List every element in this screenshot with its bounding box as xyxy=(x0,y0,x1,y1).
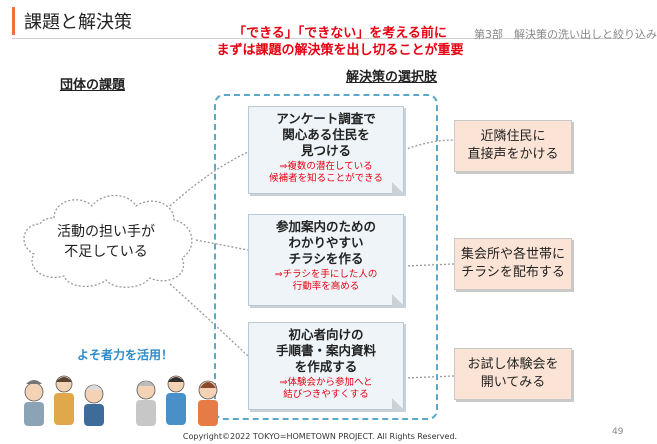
issues-heading: 団体の課題 xyxy=(60,78,126,93)
card-title-line: 手順書・案内資料 xyxy=(275,343,376,358)
card-note-line: 結びつきやすくする xyxy=(283,389,369,400)
person-icon xyxy=(24,380,44,426)
card-title-line: を作成する xyxy=(294,359,358,374)
connector-lines xyxy=(169,139,455,379)
card-title-line: 見つける xyxy=(300,143,351,158)
title-accent-bar xyxy=(12,7,15,35)
solutions-frame xyxy=(214,94,438,420)
person-icon xyxy=(198,380,218,426)
action-line: チラシを配布する xyxy=(461,265,565,280)
card-note-line: ⇒体験会から参加へと xyxy=(279,377,373,388)
card-title-line: 参加案内のための xyxy=(275,219,376,234)
person-icon xyxy=(166,375,186,425)
card-note: ⇒体験会から参加へと 結びつきやすくする xyxy=(249,377,403,401)
card-title-line: 関心ある住民を xyxy=(282,127,370,142)
connector-cloud-to-card-2 xyxy=(195,239,249,251)
connector-card-3-to-box-3 xyxy=(403,375,455,379)
outsider-callout: よそ者力を活用！ xyxy=(76,348,173,362)
card-note-line: 候補者を知ることができる xyxy=(269,173,383,184)
banner-line-2: まずは課題の解決策を出し切ることが重要 xyxy=(216,43,464,58)
header-divider xyxy=(12,38,628,39)
card-title-line: チラシを作る xyxy=(288,251,364,266)
problem-line-2: 不足している xyxy=(64,244,148,260)
connector-card-2-to-box-2 xyxy=(403,263,455,267)
person-icon xyxy=(136,380,156,426)
card-title-line: わかりやすい xyxy=(288,235,364,250)
section-label: 第3部 解決策の洗い出しと絞り込み xyxy=(474,28,657,41)
copyright-text: Copyright©2022 TOKYO=HOMETOWN PROJECT. A… xyxy=(182,432,458,441)
action-line: 集会所や各世帯に xyxy=(460,247,565,262)
people-illustration xyxy=(24,375,218,426)
action-box-2: 集会所や各世帯に チラシを配布する xyxy=(454,238,572,290)
card-title: 参加案内のための わかりやすい チラシを作る xyxy=(249,219,403,267)
connector-cloud-to-card-3 xyxy=(169,283,249,357)
action-line: 直接声をかける xyxy=(467,147,559,162)
banner-line-1: 「できる」「できない」を考える前に xyxy=(233,26,447,41)
connector-card-1-to-box-1 xyxy=(403,139,455,151)
problem-statement: 活動の担い手が 不足している xyxy=(30,222,182,262)
card-title: アンケート調査で 関心ある住民を 見つける xyxy=(249,111,403,159)
action-box-3: お試し体験会を 開いてみる xyxy=(454,348,572,400)
problem-cloud-icon xyxy=(23,194,193,288)
page-number: 49 xyxy=(612,427,624,437)
action-box-1: 近隣住民に 直接声をかける xyxy=(454,120,572,172)
card-note-line: ⇒複数の潜在している xyxy=(279,161,373,172)
page-fold-icon xyxy=(392,294,404,306)
card-note: ⇒複数の潜在している 候補者を知ることができる xyxy=(249,161,403,185)
card-title-line: 初心者向けの xyxy=(288,327,364,342)
card-note-line: ⇒チラシを手にした人の xyxy=(274,269,378,280)
page-fold-icon xyxy=(392,398,404,410)
card-title: 初心者向けの 手順書・案内資料 を作成する xyxy=(249,327,403,375)
solutions-heading: 解決策の選択肢 xyxy=(346,70,438,85)
action-line: 近隣住民に xyxy=(480,129,546,144)
page-title: 課題と解決策 xyxy=(24,12,132,33)
card-note-line: 行動率を高める xyxy=(292,281,360,292)
card-note: ⇒チラシを手にした人の 行動率を高める xyxy=(249,269,403,293)
person-icon xyxy=(54,375,74,425)
action-line: お試し体験会を xyxy=(467,357,559,372)
solution-card-1: アンケート調査で 関心ある住民を 見つける ⇒複数の潜在している 候補者を知るこ… xyxy=(248,106,404,194)
card-title-line: アンケート調査で xyxy=(276,111,376,126)
page-fold-icon xyxy=(392,182,404,194)
problem-line-1: 活動の担い手が xyxy=(57,224,155,240)
person-icon xyxy=(84,384,104,426)
solution-card-3: 初心者向けの 手順書・案内資料 を作成する ⇒体験会から参加へと 結びつきやすく… xyxy=(248,322,404,410)
solution-card-2: 参加案内のための わかりやすい チラシを作る ⇒チラシを手にした人の 行動率を高… xyxy=(248,214,404,306)
action-line: 開いてみる xyxy=(480,375,546,390)
